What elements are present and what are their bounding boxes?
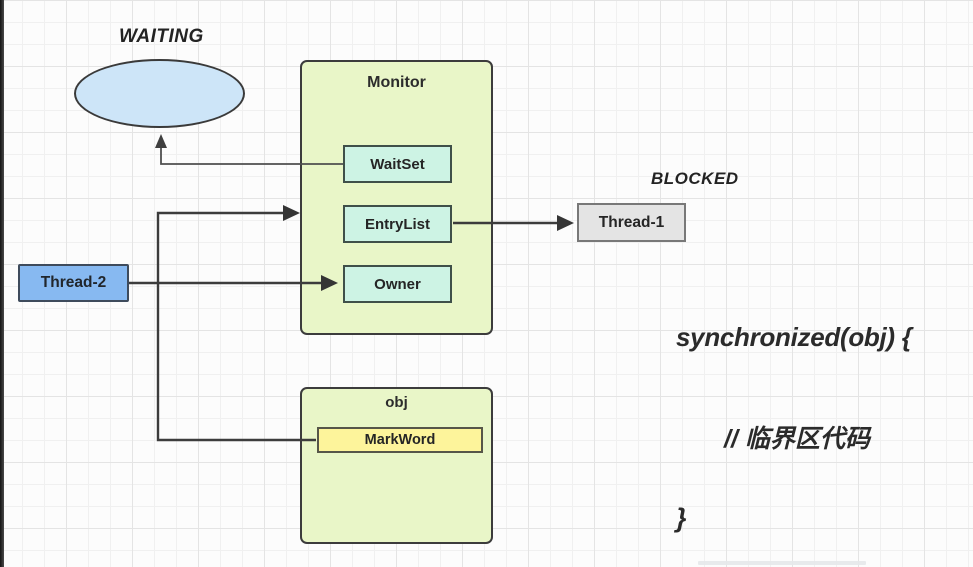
entrylist-node: EntryList bbox=[343, 205, 452, 243]
frame-edge-strip bbox=[0, 0, 4, 567]
blocked-state-label: BLOCKED bbox=[651, 169, 739, 188]
obj-title: obj bbox=[385, 394, 408, 411]
owner-node: Owner bbox=[343, 265, 452, 303]
monitor-title: Monitor bbox=[367, 74, 426, 91]
watermark-bar bbox=[698, 561, 866, 565]
waitset-node: WaitSet bbox=[343, 145, 452, 183]
arrowhead-to-thread1-icon bbox=[557, 215, 574, 231]
thread-1-node: Thread-1 bbox=[577, 203, 686, 242]
code-critical-section-comment: // 临界区代码 bbox=[724, 425, 870, 453]
code-closing-brace: } bbox=[676, 503, 687, 533]
markword-node: MarkWord bbox=[317, 427, 483, 453]
arrowhead-up-to-ellipse-icon bbox=[155, 134, 167, 148]
waiting-ellipse bbox=[74, 59, 245, 128]
code-synchronized-line: synchronized(obj) { bbox=[676, 322, 912, 352]
arrowhead-to-entrylist-icon bbox=[283, 205, 300, 221]
thread-2-node: Thread-2 bbox=[18, 264, 129, 302]
thread2-branch-line bbox=[156, 211, 316, 442]
waiting-state-label: WAITING bbox=[119, 26, 204, 47]
obj-group-box: obj bbox=[300, 387, 493, 544]
